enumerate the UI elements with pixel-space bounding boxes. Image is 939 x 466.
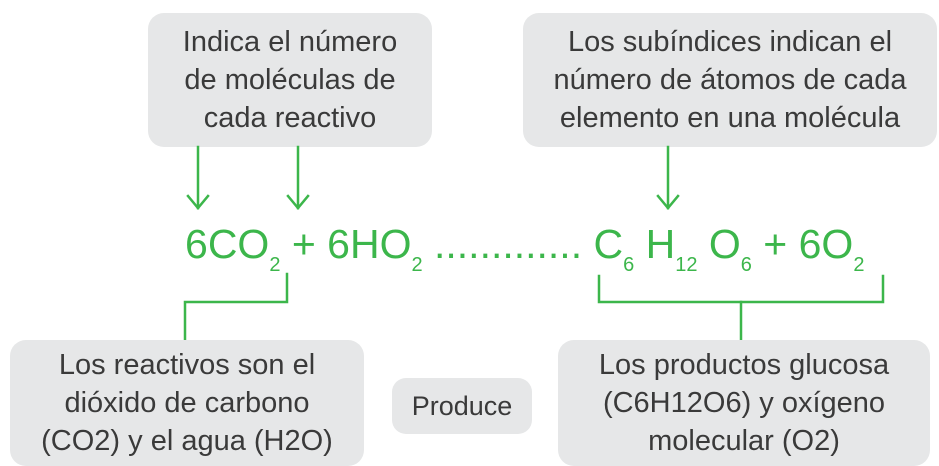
callout-line: de moléculas de — [184, 64, 396, 96]
h2o-formula: HO — [349, 221, 412, 267]
reactants-bracket — [183, 272, 289, 342]
callout-reactants: Los reactivos son el dióxido de carbono … — [10, 340, 364, 466]
hydrogen-symbol: H — [634, 221, 676, 267]
callout-line: Indica el número — [182, 26, 398, 58]
oxygen-symbol: O — [697, 221, 741, 267]
oxygen-subscript: 6 — [740, 254, 752, 277]
hydrogen-subscript: 12 — [675, 254, 698, 277]
h2o-coefficient: 6 — [327, 221, 350, 267]
produce-text: Produce — [411, 391, 513, 421]
products-bracket — [597, 274, 885, 304]
photosynthesis-equation: 6CO2 + 6HO2 ............. C6 H12 O6 + 6O… — [185, 213, 865, 277]
reaction-dots: ............. — [422, 221, 594, 267]
callout-line: (C6H12O6) y oxígeno — [602, 387, 886, 419]
callout-line: Los subíndices indican el — [567, 26, 893, 58]
carbon-symbol: C — [593, 221, 624, 267]
callout-coefficient: Indica el número de moléculas de cada re… — [148, 13, 432, 147]
callout-line: cada reactivo — [203, 102, 377, 134]
callout-line: Los productos glucosa — [598, 349, 890, 381]
plus-sign: + — [751, 221, 799, 267]
arrow-head — [186, 194, 210, 210]
callout-line: elemento en una molécula — [559, 102, 901, 134]
co2-coefficient: 6 — [185, 221, 208, 267]
carbon-subscript: 6 — [623, 254, 635, 277]
o2-subscript: 2 — [853, 254, 865, 277]
callout-products: Los productos glucosa (C6H12O6) y oxígen… — [558, 340, 930, 466]
co2-formula: CO — [207, 221, 270, 267]
callout-subscripts: Los subíndices indican el número de átom… — [523, 13, 937, 147]
callout-line: molecular (O2) — [648, 425, 840, 457]
callout-line: (CO2) y el agua (H2O) — [41, 425, 333, 457]
arrow-head — [286, 194, 310, 210]
h2o-subscript: 2 — [411, 254, 423, 277]
produce-label: Produce — [392, 378, 532, 434]
o2-formula: 6O — [798, 221, 854, 267]
arrow-head — [656, 194, 680, 210]
callout-line: número de átomos de cada — [553, 64, 907, 96]
plus-sign: + — [280, 221, 328, 267]
callout-line: dióxido de carbono — [64, 387, 310, 419]
callout-line: Los reactivos son el — [58, 349, 316, 381]
co2-subscript: 2 — [269, 254, 281, 277]
